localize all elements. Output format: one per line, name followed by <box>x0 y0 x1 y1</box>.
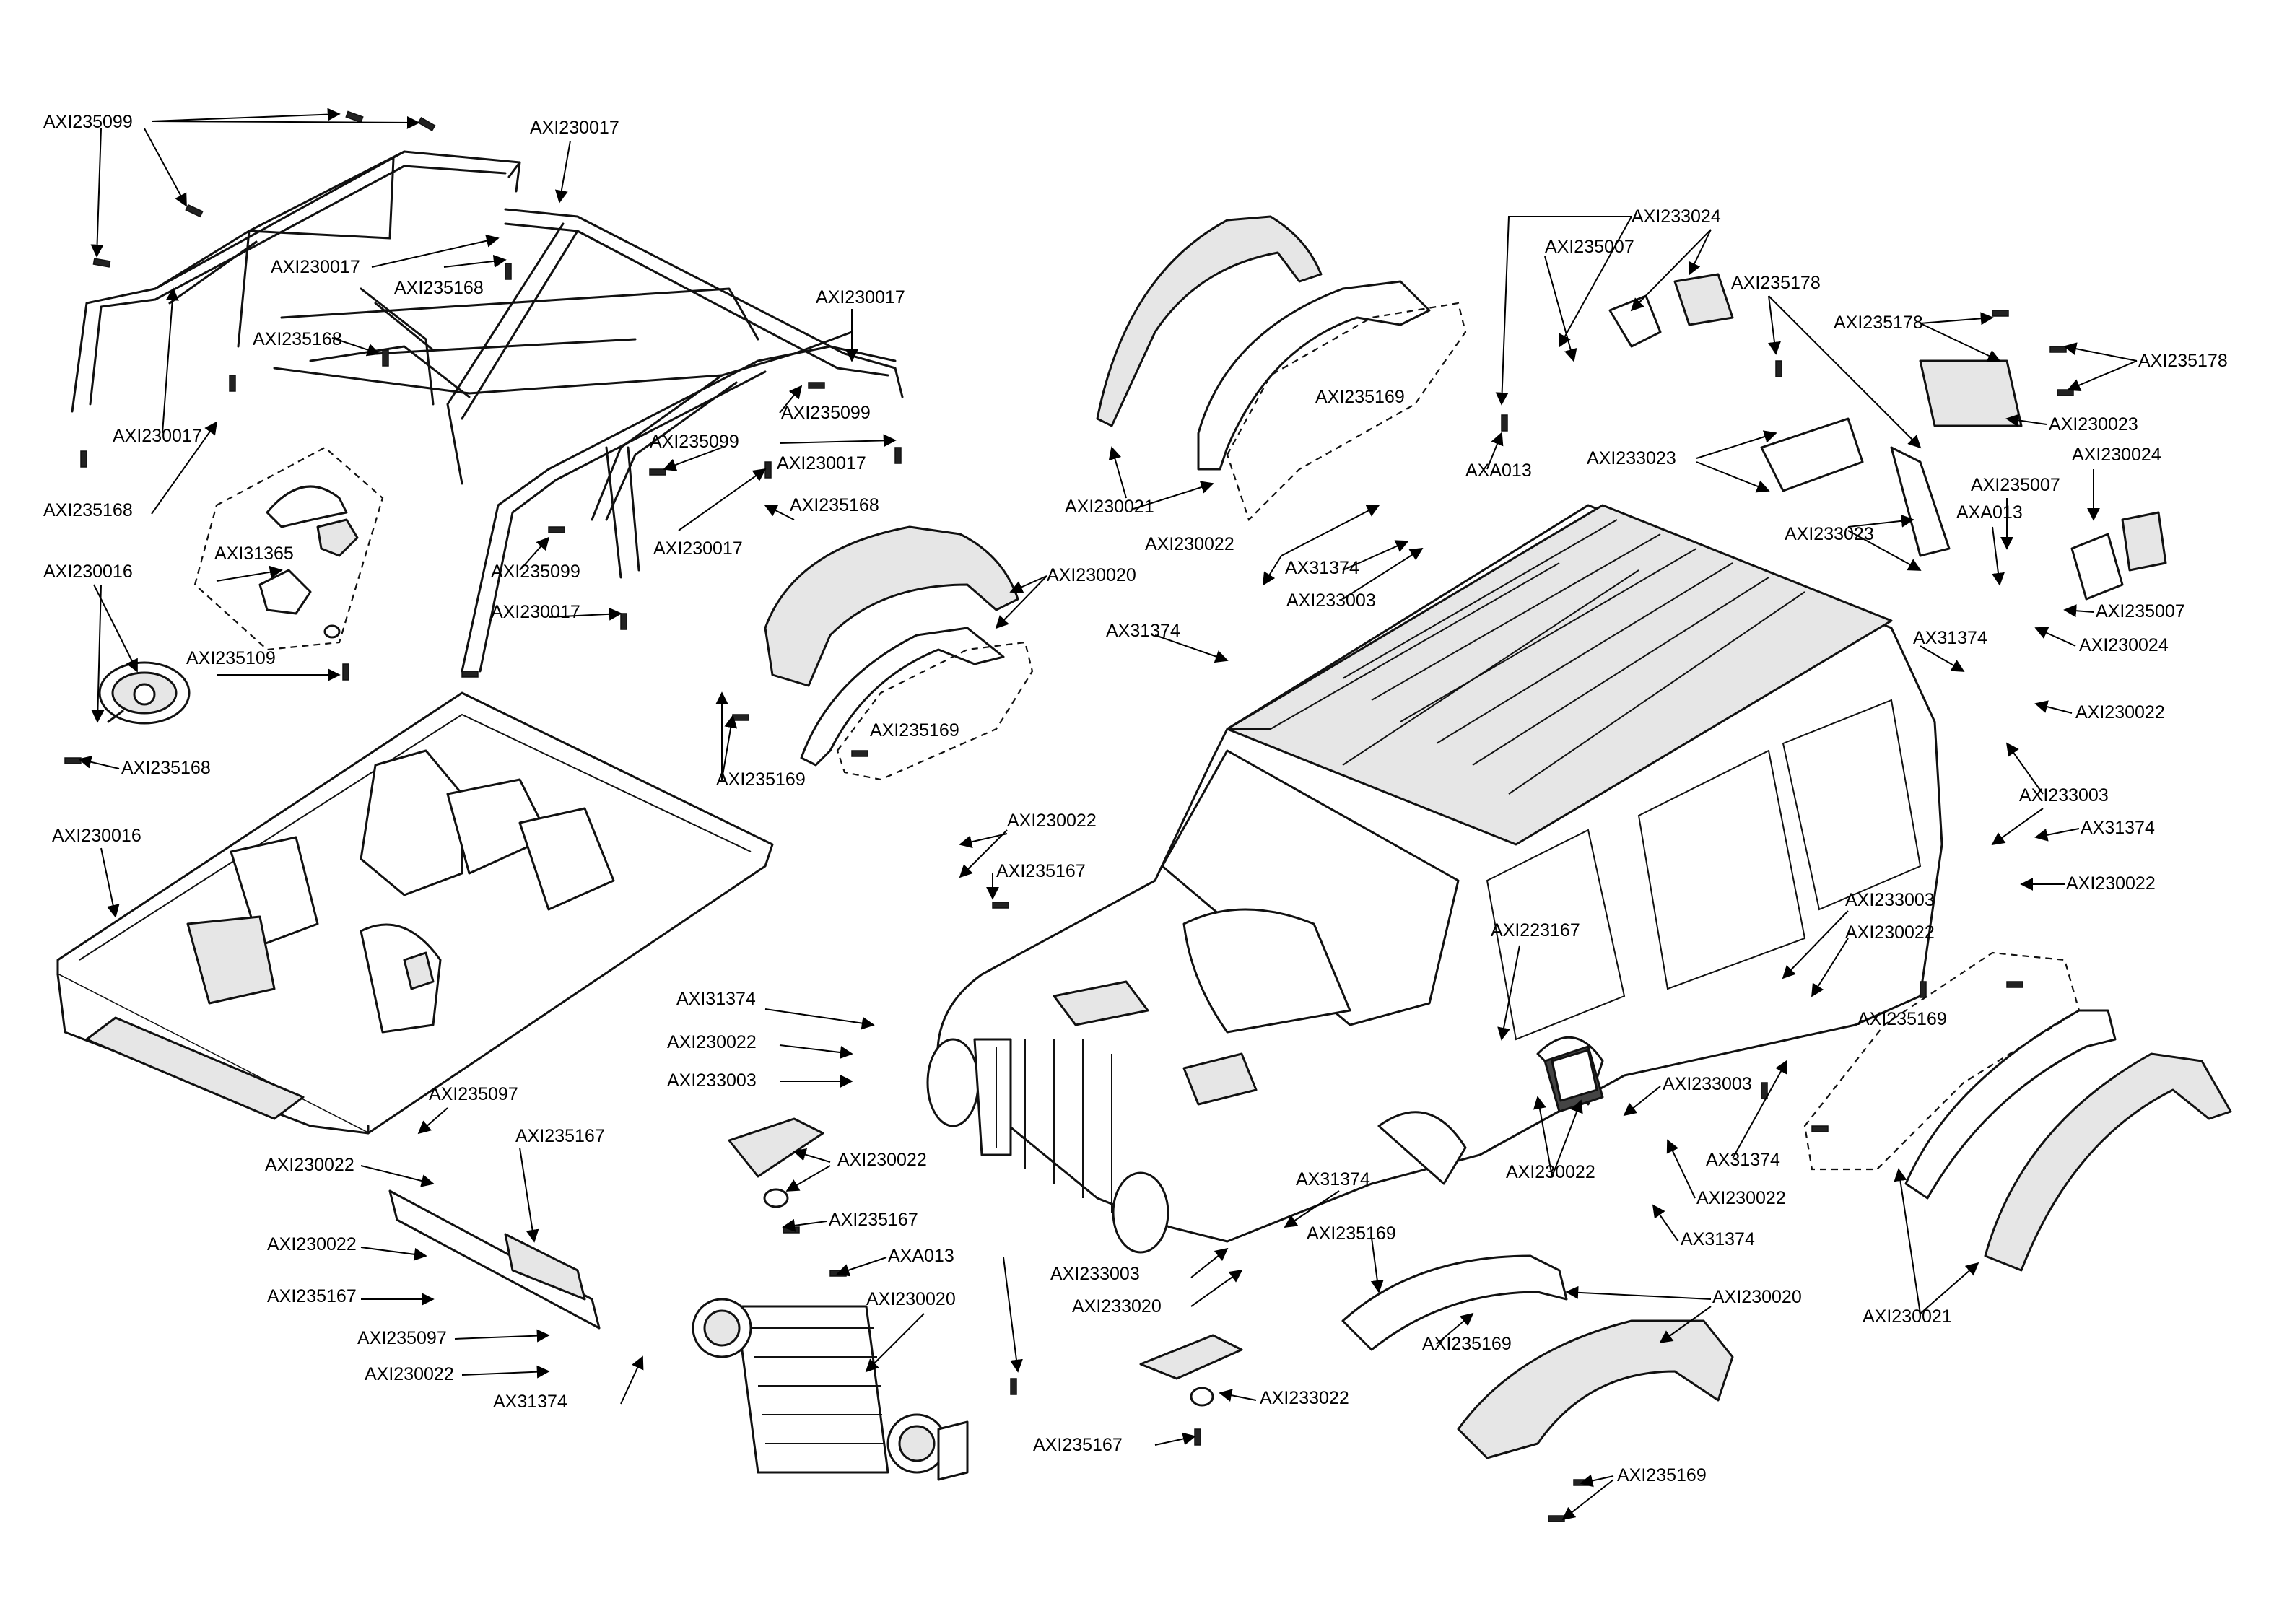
part-label: AXI235168 <box>43 500 133 520</box>
part-label: AXI230022 <box>1845 922 1935 943</box>
part-label: AXI235168 <box>394 278 484 298</box>
part-label: AXI230017 <box>271 257 360 277</box>
part-label: AXI235167 <box>996 861 1086 881</box>
part-label: AXI230024 <box>2079 635 2169 655</box>
part-label: AX31374 <box>1706 1150 1780 1170</box>
part-label: AXI230017 <box>816 287 905 307</box>
part-label: AXI233003 <box>1286 590 1376 611</box>
part-label: AXI230017 <box>113 426 202 446</box>
part-label: AXI230017 <box>491 602 580 622</box>
part-label: AX31374 <box>2081 818 2155 838</box>
part-label: AXI223167 <box>1491 920 1580 940</box>
part-label: AXI235099 <box>491 562 580 582</box>
part-label: AXI233003 <box>1845 890 1935 910</box>
part-label: AXI235168 <box>790 495 879 515</box>
part-label: AXI235169 <box>1857 1009 1947 1029</box>
roll-cage <box>71 150 904 673</box>
part-label: AXI230017 <box>777 453 866 473</box>
part-label: AXI235178 <box>2138 351 2228 371</box>
part-label: AXI31374 <box>676 989 756 1009</box>
front-fender-flare-lower <box>1341 1254 1734 1459</box>
part-label: AXI31365 <box>214 543 294 564</box>
door-mirror <box>1543 1045 1604 1113</box>
part-label: AXI230022 <box>2075 702 2165 722</box>
part-label: AX31374 <box>1106 621 1180 641</box>
part-label: AXI230020 <box>1047 565 1136 585</box>
part-label: AXI230020 <box>866 1289 956 1309</box>
part-label: AX31374 <box>1913 628 1987 648</box>
part-label: AXI230017 <box>530 118 619 138</box>
part-label: AXI235007 <box>1971 475 2060 495</box>
rear-fender-flare-left <box>764 525 1034 781</box>
jeep-body <box>926 504 1943 1254</box>
part-label: AXI230023 <box>2049 414 2138 435</box>
part-label: AXI235169 <box>1422 1334 1512 1354</box>
part-label: AXI235097 <box>429 1084 518 1104</box>
part-label: AXI235109 <box>186 648 276 668</box>
part-label: AXI233003 <box>1050 1264 1140 1284</box>
part-label: AXI233003 <box>2019 785 2109 806</box>
part-label: AXI235007 <box>1545 237 1634 257</box>
part-label: AXI233024 <box>1632 206 1721 227</box>
part-label: AX31374 <box>493 1392 567 1412</box>
hood-vent-bottom <box>1139 1334 1243 1407</box>
part-label: AXI235169 <box>1307 1223 1396 1244</box>
part-label: AXI233023 <box>1785 524 1874 544</box>
part-label: AXA013 <box>1956 502 2023 523</box>
grille-radiator <box>692 1298 969 1481</box>
part-label: AXI230021 <box>1863 1306 1952 1327</box>
part-label: AXI230022 <box>267 1234 357 1254</box>
leader-lines <box>78 108 2138 1521</box>
part-label: AXI233022 <box>1260 1388 1349 1408</box>
part-label: AXI235169 <box>870 720 959 741</box>
part-label: AXI235167 <box>829 1210 918 1230</box>
part-label: AXI230022 <box>667 1032 757 1052</box>
rear-bumper-plate <box>388 1189 601 1330</box>
part-label: AXI233003 <box>667 1070 757 1091</box>
part-label: AXI233020 <box>1072 1296 1162 1317</box>
part-label: AXI230017 <box>653 538 743 559</box>
part-label: AXI235178 <box>1834 313 1923 333</box>
part-label: AXI235007 <box>2096 601 2185 621</box>
part-label: AXI235167 <box>515 1126 605 1146</box>
hood-vent-left <box>728 1117 824 1208</box>
part-label: AX31374 <box>1296 1169 1370 1189</box>
part-label: AXI235099 <box>781 403 871 423</box>
steering-wheel <box>98 661 191 725</box>
part-label: AXI235178 <box>1731 273 1821 293</box>
part-label: AXI233023 <box>1587 448 1676 468</box>
part-label: AXI235169 <box>1315 387 1405 407</box>
part-label: AXI230024 <box>2072 445 2161 465</box>
part-label: AXI230022 <box>365 1364 454 1384</box>
part-label: AXA013 <box>1465 460 1532 481</box>
part-label: AXI230016 <box>43 562 133 582</box>
part-label: AXI233003 <box>1663 1074 1752 1094</box>
rear-fender-flare-upper <box>1096 215 1467 522</box>
part-label: AXI235167 <box>267 1286 357 1306</box>
part-label: AXI230022 <box>265 1155 354 1175</box>
part-label: AXI230022 <box>1007 811 1097 831</box>
part-label: AXI230022 <box>1145 534 1234 554</box>
part-label: AXI235097 <box>357 1328 447 1348</box>
part-label: AXI230016 <box>52 826 141 846</box>
part-label: AXI235169 <box>1617 1465 1707 1485</box>
part-label: AXI235168 <box>253 329 342 349</box>
part-label: AXI235169 <box>716 769 806 790</box>
part-label: AXI230022 <box>2066 873 2156 894</box>
part-label: AXI230022 <box>1696 1188 1786 1208</box>
part-label: AXI230022 <box>837 1150 927 1170</box>
part-label: AXA013 <box>888 1246 954 1266</box>
part-label: AXI235167 <box>1033 1435 1123 1455</box>
part-label: AXI235099 <box>43 112 133 132</box>
part-label: AXI235168 <box>121 758 211 778</box>
driver-figure <box>193 446 384 651</box>
part-label: AX31374 <box>1681 1229 1755 1249</box>
rear-fender-flare-right <box>1803 951 2232 1272</box>
interior-tub <box>56 691 774 1135</box>
part-label: AXI230020 <box>1712 1287 1802 1307</box>
part-label: AXI235099 <box>650 432 739 452</box>
